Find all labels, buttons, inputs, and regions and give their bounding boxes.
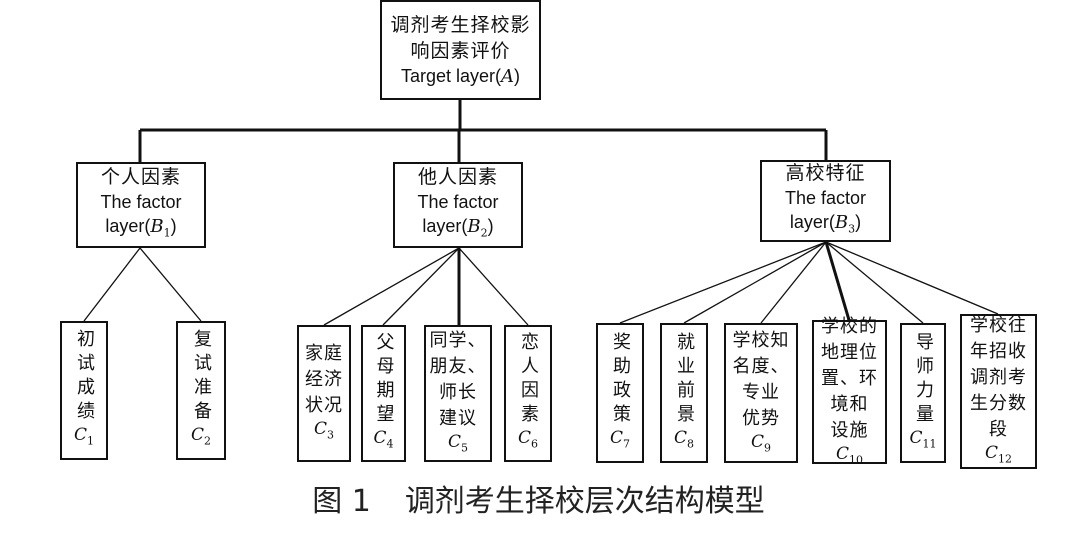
factor-en-label: The factor: [784, 188, 867, 209]
criterion-line: 生分数: [970, 393, 1027, 415]
target-layer-label: Target layer(A): [400, 65, 521, 87]
criterion-symbol: C1: [73, 425, 94, 448]
criterion-box-c1: 初试成绩 C1: [60, 321, 108, 460]
criterion-box-c3: 家庭 经济 状况 C3: [297, 325, 351, 462]
factor-name: 高校特征: [785, 162, 866, 185]
target-title-line2: 响因素评价: [410, 39, 511, 62]
connector-line: [458, 247, 529, 326]
figure-title: 调剂考生择校层次结构模型: [404, 484, 765, 519]
criterion-symbol: C7: [609, 427, 630, 451]
criterion-box-c6: 恋人因素 C6: [504, 325, 552, 462]
criterion-line: 经济: [305, 369, 343, 391]
criterion-line: 年招收: [970, 341, 1027, 363]
target-title-line1: 调剂考生择校影: [390, 13, 531, 36]
factor-layer-label: layer(B3): [789, 212, 862, 236]
criterion-box-c2: 复试准备 C2: [176, 321, 226, 460]
criterion-text: 奖助政策: [610, 331, 631, 428]
criterion-line: 优势: [742, 407, 780, 429]
criterion-symbol: C11: [909, 427, 937, 451]
criterion-box-c11: 导师力量 C11: [900, 323, 946, 463]
criterion-box-c10: 学校的 地理位 置、环 境和 设施 C10: [812, 316, 887, 466]
factor-box-b1: 个人因素 The factor layer(B1): [76, 162, 206, 248]
connector-line: [83, 247, 141, 322]
criterion-line: 专业: [742, 381, 780, 403]
criterion-line: 地理位: [821, 341, 878, 363]
criterion-symbol: C4: [373, 428, 394, 451]
factor-layer-label: layer(B2): [422, 216, 494, 240]
criterion-line: 调剂考: [970, 367, 1027, 389]
factor-name: 他人因素: [417, 166, 498, 189]
figure-number: 图 1: [312, 484, 371, 519]
criterion-text: 就业前景: [674, 331, 695, 428]
connector-line: [382, 247, 460, 326]
connector-line: [760, 241, 827, 324]
criterion-symbol: C3: [313, 419, 334, 442]
criterion-symbol: C6: [517, 428, 538, 451]
criterion-line: 建议: [439, 408, 477, 430]
criterion-text: 初试成绩: [74, 329, 95, 426]
connector-line: [825, 241, 999, 315]
criterion-symbol: C5: [447, 432, 468, 455]
criterion-line: 家庭: [305, 343, 343, 365]
factor-layer-label: layer(B1): [105, 216, 177, 240]
criterion-line: 境和: [830, 393, 869, 415]
criterion-line: 置、环: [821, 367, 878, 389]
criterion-box-c7: 奖助政策 C7: [596, 323, 644, 463]
connector-line: [619, 241, 827, 324]
factor-en-label: The factor: [100, 192, 182, 213]
connector-line: [683, 241, 827, 324]
criterion-line: 朋友、: [429, 356, 487, 378]
criterion-line: 同学、: [429, 330, 487, 352]
criterion-box-c5: 同学、 朋友、 师长 建议 C5: [424, 325, 492, 462]
factor-en-label: The factor: [417, 192, 499, 213]
criterion-symbol: C2: [190, 425, 211, 448]
figure-caption: 图 1 调剂考生择校层次结构模型: [0, 482, 1077, 522]
connector-line: [323, 247, 460, 326]
criterion-box-c9: 学校知 名度、 专业 优势 C9: [724, 323, 798, 463]
criterion-line: 师长: [439, 382, 477, 404]
factor-box-b3: 高校特征 The factor layer(B3): [760, 160, 891, 242]
criterion-line: 段: [989, 419, 1008, 441]
criterion-line: 学校往: [970, 315, 1027, 337]
target-layer-box: 调剂考生择校影 响因素评价 Target layer(A): [380, 0, 541, 100]
connector-line: [825, 241, 924, 324]
criterion-box-c12: 学校往 年招收 调剂考 生分数 段 C12: [960, 314, 1037, 469]
criterion-line: 名度、: [732, 355, 790, 377]
criterion-line: 学校知: [732, 329, 790, 351]
criterion-symbol: C8: [673, 427, 694, 451]
factor-box-b2: 他人因素 The factor layer(B2): [393, 162, 523, 248]
criterion-line: 设施: [830, 419, 869, 441]
criterion-line: 状况: [305, 395, 343, 417]
criterion-box-c4: 父母期望 C4: [361, 325, 406, 462]
criterion-text: 恋人因素: [518, 332, 539, 429]
criterion-box-c8: 就业前景 C8: [660, 323, 708, 463]
criterion-text: 导师力量: [913, 331, 934, 428]
connector-line: [139, 247, 202, 322]
criterion-text: 父母期望: [373, 332, 395, 429]
criterion-symbol: C10: [835, 443, 863, 467]
criterion-symbol: C9: [750, 431, 771, 455]
criterion-text: 复试准备: [191, 329, 212, 426]
factor-name: 个人因素: [100, 166, 181, 189]
criterion-line: 学校的: [821, 315, 878, 337]
criterion-symbol: C12: [984, 443, 1012, 466]
connector-line: [824, 241, 851, 321]
